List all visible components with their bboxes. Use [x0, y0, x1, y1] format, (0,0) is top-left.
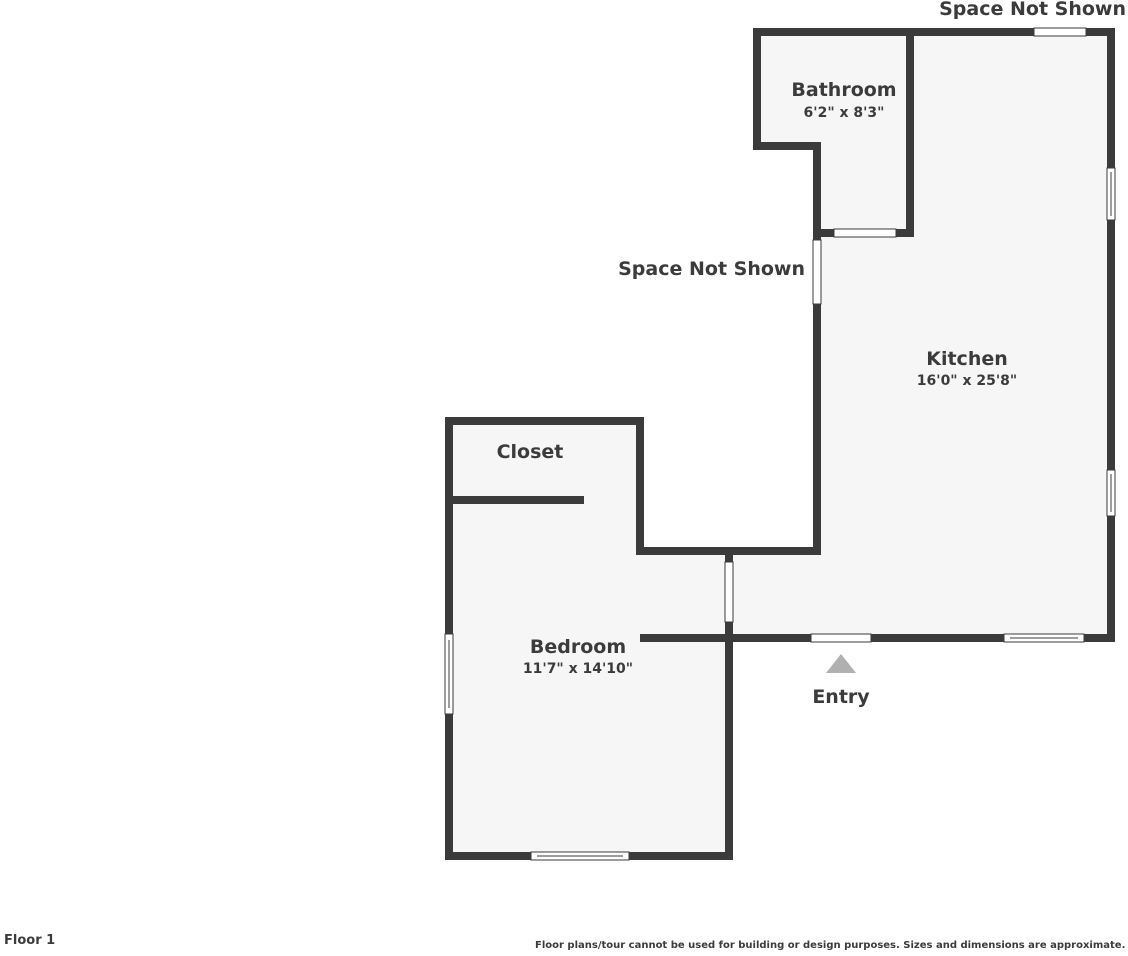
- disclaimer: Floor plans/tour cannot be used for buil…: [535, 940, 1126, 951]
- entry-arrow-icon: [826, 654, 856, 673]
- walls: [445, 28, 1115, 860]
- label-space-not-shown-top: Space Not Shown: [939, 0, 1126, 20]
- kitchen-floor: [729, 32, 1111, 638]
- window-top: [1033, 27, 1087, 37]
- room-dims-bathroom: 6'2" x 8'3": [804, 105, 885, 121]
- floor-fills: [449, 32, 1111, 856]
- wall-bath-step: [753, 142, 821, 237]
- room-dims-bedroom: 11'7" x 14'10": [523, 661, 633, 677]
- door-bathroom: [833, 228, 897, 238]
- bedroom-closet-floor: [449, 421, 729, 856]
- door-kitchen-left: [812, 239, 822, 305]
- bathroom-floor: [757, 32, 910, 233]
- door-bedroom-kitchen: [724, 561, 734, 623]
- room-name-bedroom: Bedroom: [530, 636, 626, 658]
- room-name-closet: Closet: [497, 441, 564, 463]
- wall-top: [725, 28, 1115, 642]
- room-dims-kitchen: 16'0" x 25'8": [917, 373, 1017, 389]
- window-lines: [448, 172, 1112, 857]
- floor-label: Floor 1: [4, 933, 56, 948]
- label-entry: Entry: [812, 686, 870, 708]
- label-space-not-shown-left: Space Not Shown: [618, 258, 805, 280]
- room-name-bathroom: Bathroom: [791, 79, 896, 101]
- room-name-kitchen: Kitchen: [926, 348, 1008, 370]
- door-entry: [810, 633, 872, 643]
